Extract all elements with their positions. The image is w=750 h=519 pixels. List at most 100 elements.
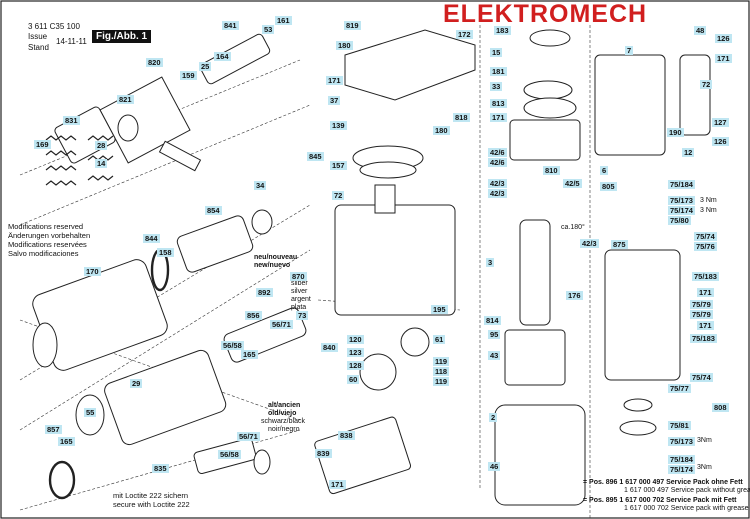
issue-label: Issue Stand — [28, 32, 49, 52]
part-label: 34 — [254, 181, 267, 190]
part-label: 14 — [95, 159, 108, 168]
part-label: 46 — [488, 462, 501, 471]
part-label: 42/3 — [488, 179, 507, 188]
part-label: 72 — [700, 80, 713, 89]
part-label: 61 — [433, 335, 446, 344]
part-label: 171 — [697, 288, 714, 297]
torque-label: 3 Nm — [700, 197, 717, 204]
part-label: 75/184 — [668, 455, 695, 464]
part-label: 75/174 — [668, 465, 695, 474]
service-pack-2-en: 1 617 000 702 Service pack with grease — [624, 505, 749, 512]
part-label: 844 — [143, 234, 160, 243]
part-label: 42/5 — [563, 179, 582, 188]
mod-note-de: Änderungen vorbehalten — [8, 231, 91, 240]
part-label: 818 — [453, 113, 470, 122]
wire-old-color-2: noir/negro — [268, 426, 300, 433]
part-label: 75/174 — [668, 206, 695, 215]
part-label: 181 — [490, 67, 507, 76]
part-label: 42/3 — [580, 239, 599, 248]
mod-note-fr: Modifications reservées — [8, 240, 87, 249]
service-pack-1-en: 1 617 000 497 Service pack without greas… — [624, 487, 750, 494]
part-label: 75/183 — [692, 272, 719, 281]
loctite-note-de: mit Loctite 222 sichern — [113, 491, 189, 500]
part-label: 821 — [117, 95, 134, 104]
part-label: 53 — [262, 25, 275, 34]
part-label: 870 — [290, 272, 307, 281]
part-label: 56/71 — [270, 320, 293, 329]
wire-new-color-2: silver — [291, 288, 308, 295]
part-label: 831 — [63, 116, 80, 125]
part-label: 3 — [486, 258, 495, 267]
part-label: 75/81 — [668, 421, 691, 430]
part-label: 119 — [433, 357, 450, 366]
mod-note-en: Modifications reserved — [8, 222, 84, 231]
part-label: 2 — [489, 413, 498, 422]
wire-new-color-4: plata — [291, 304, 307, 311]
part-label: 126 — [712, 137, 729, 146]
part-label: 805 — [600, 182, 617, 191]
part-label: 165 — [58, 437, 75, 446]
part-label: 172 — [456, 30, 473, 39]
part-label: 839 — [315, 449, 332, 458]
part-label: 164 — [214, 52, 231, 61]
service-pack-1: = Pos. 896 1 617 000 497 Service Pack oh… — [583, 479, 743, 486]
part-label: 176 — [566, 291, 583, 300]
part-label: 128 — [347, 361, 364, 370]
part-label: 75/74 — [690, 373, 713, 382]
torque-label: 3Nm — [697, 437, 712, 444]
part-label: 28 — [95, 141, 108, 150]
part-label: 56/58 — [218, 450, 241, 459]
part-label: 15 — [490, 48, 503, 57]
part-label: 42/6 — [488, 158, 507, 167]
mod-note-es: Salvo modificaciones — [8, 249, 79, 258]
service-pack-2: = Pos. 895 1 617 000 702 Service Pack mi… — [583, 497, 737, 504]
part-label: 180 — [336, 41, 353, 50]
part-label: 159 — [180, 71, 197, 80]
part-label: 169 — [34, 140, 51, 149]
part-label: 838 — [338, 431, 355, 440]
part-label: 12 — [682, 148, 695, 157]
part-label: 171 — [697, 321, 714, 330]
part-label: 814 — [484, 316, 501, 325]
part-label: 165 — [241, 350, 258, 359]
wire-new-color-1: silber — [291, 280, 308, 287]
part-label: 183 — [494, 26, 511, 35]
part-label: 171 — [715, 54, 732, 63]
wire-new-color-3: argent — [291, 296, 311, 303]
angle-label: ca.180° — [561, 224, 585, 231]
part-label: 841 — [222, 21, 239, 30]
part-label: 171 — [490, 113, 507, 122]
part-label: 854 — [205, 206, 222, 215]
part-label: 25 — [199, 62, 212, 71]
part-label: 6 — [600, 166, 609, 175]
torque-label: 3 Nm — [700, 207, 717, 214]
part-label: 75/173 — [668, 437, 695, 446]
part-label: 157 — [330, 161, 347, 170]
part-label: 75/74 — [694, 232, 717, 241]
part-label: 171 — [329, 480, 346, 489]
part-label: 158 — [157, 248, 174, 257]
part-label: 139 — [330, 121, 347, 130]
part-label: 820 — [146, 58, 163, 67]
part-label: 875 — [611, 240, 628, 249]
wire-old-label-1: alt/ancien — [268, 402, 301, 409]
part-label: 845 — [307, 152, 324, 161]
part-label: 123 — [347, 348, 364, 357]
part-label: 75/184 — [668, 180, 695, 189]
wire-old-label-2: old/viejo — [268, 410, 297, 417]
part-label: 73 — [296, 311, 309, 320]
part-label: 810 — [543, 166, 560, 175]
part-label: 75/79 — [690, 310, 713, 319]
part-label: 171 — [326, 76, 343, 85]
part-label: 119 — [433, 377, 450, 386]
part-label: 48 — [694, 26, 707, 35]
part-label: 161 — [275, 16, 292, 25]
part-label: 840 — [321, 343, 338, 352]
part-label: 190 — [667, 128, 684, 137]
part-label: 37 — [328, 96, 341, 105]
part-label: 195 — [431, 305, 448, 314]
part-label: 170 — [84, 267, 101, 276]
figure-label: Fig./Abb. 1 — [92, 30, 152, 43]
part-label: 56/71 — [237, 432, 260, 441]
